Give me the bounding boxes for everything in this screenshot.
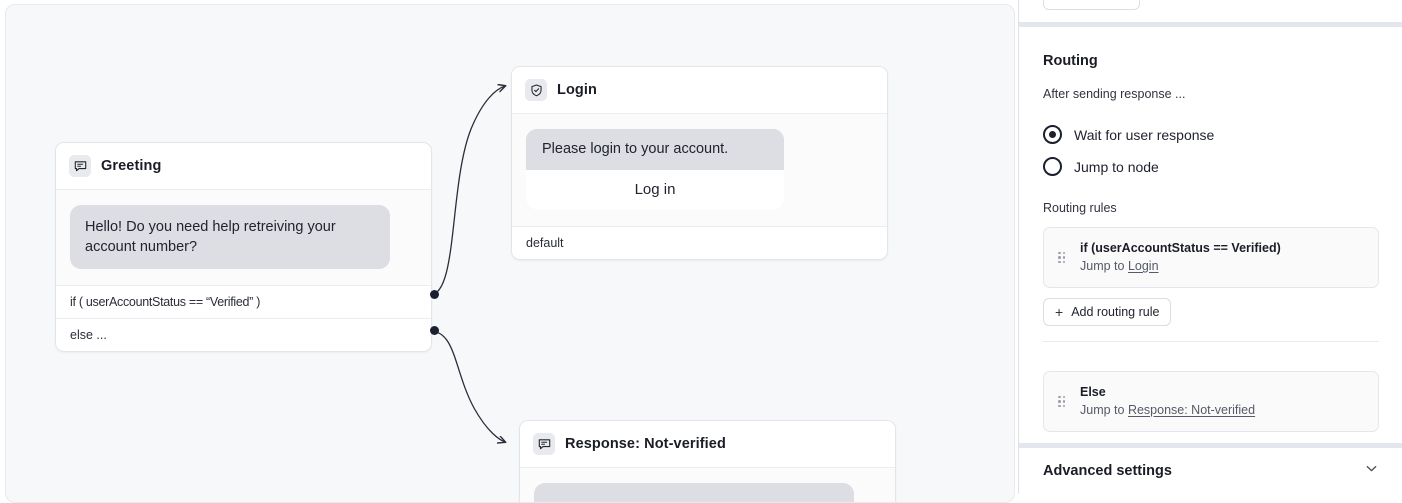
after-sending-label: After sending response ...: [1043, 87, 1186, 101]
add-routing-rule-label: Add routing rule: [1071, 305, 1160, 319]
node-greeting-title: Greeting: [101, 158, 162, 174]
login-bubble-button[interactable]: Log in: [526, 170, 784, 210]
routing-rule-jump: Jump to Response: Not-verified: [1080, 402, 1255, 419]
radio-wait-for-user-response[interactable]: Wait for user response: [1043, 125, 1214, 144]
shield-check-icon: [525, 79, 547, 101]
node-login-title: Login: [557, 82, 597, 98]
panel-divider-bottom: [1019, 443, 1402, 448]
panel-section-divider: [1043, 341, 1379, 342]
routing-rule-jump-prefix: Jump to: [1080, 403, 1128, 417]
panel-divider-top: [1019, 22, 1402, 27]
advanced-settings-row[interactable]: Advanced settings: [1019, 448, 1402, 494]
message-bubble-icon: [69, 155, 91, 177]
plus-icon: +: [1055, 304, 1064, 320]
routing-rule-jump-target[interactable]: Response: Not-verified: [1127, 403, 1256, 417]
edge-greeting-to-login: [429, 86, 505, 296]
greeting-message-bubble: Hello! Do you need help retreiving your …: [70, 205, 390, 269]
node-response-header: Response: Not-verified: [520, 421, 895, 468]
routing-rule-jump-target[interactable]: Login: [1127, 259, 1159, 273]
edge-greeting-to-notverified: [429, 330, 505, 442]
login-message-bubble: Please login to your account. Log in: [526, 129, 784, 210]
node-response-not-verified[interactable]: Response: Not-verified: [519, 420, 896, 502]
advanced-settings-label: Advanced settings: [1043, 463, 1172, 479]
node-greeting-body: Hello! Do you need help retreiving your …: [56, 190, 431, 286]
drag-handle-icon[interactable]: [1058, 251, 1068, 264]
radio-label-jump: Jump to node: [1074, 158, 1159, 175]
response-message-bubble: [534, 483, 854, 502]
routing-rule-condition: if (userAccountStatus == Verified): [1080, 241, 1281, 255]
node-greeting-header: Greeting: [56, 143, 431, 190]
greeting-port-if[interactable]: [430, 290, 439, 299]
routing-section: Routing After sending response ... Wait …: [1019, 27, 1402, 443]
radio-icon-selected[interactable]: [1043, 125, 1062, 144]
radio-label-wait: Wait for user response: [1074, 126, 1215, 143]
chevron-down-icon[interactable]: [1364, 461, 1379, 481]
node-login[interactable]: Login Please login to your account. Log …: [511, 66, 888, 260]
routing-rules-label: Routing rules: [1043, 201, 1117, 215]
greeting-branch-if[interactable]: if ( userAccountStatus == “Verified” ): [56, 286, 431, 319]
flow-canvas[interactable]: Greeting Hello! Do you need help retreiv…: [5, 4, 1015, 503]
routing-rule-jump-prefix: Jump to: [1080, 259, 1128, 273]
login-branch-default[interactable]: default: [512, 227, 887, 259]
radio-jump-to-node[interactable]: Jump to node: [1043, 157, 1159, 176]
routing-rule-card[interactable]: if (userAccountStatus == Verified) Jump …: [1043, 227, 1379, 288]
login-bubble-text: Please login to your account.: [526, 129, 784, 170]
routing-title: Routing: [1043, 53, 1098, 69]
add-routing-rule-button[interactable]: + Add routing rule: [1043, 298, 1172, 326]
message-bubble-icon: [533, 433, 555, 455]
node-login-header: Login: [512, 67, 887, 114]
drag-handle-icon[interactable]: [1058, 395, 1068, 408]
greeting-branch-else[interactable]: else ...: [56, 319, 431, 351]
properties-panel: Routing After sending response ... Wait …: [1018, 0, 1402, 494]
routing-rule-condition: Else: [1080, 385, 1106, 399]
node-login-body: Please login to your account. Log in: [512, 114, 887, 227]
node-greeting[interactable]: Greeting Hello! Do you need help retreiv…: [55, 142, 432, 352]
routing-rule-jump: Jump to Login: [1080, 258, 1281, 275]
radio-icon-unselected[interactable]: [1043, 157, 1062, 176]
node-response-body: [520, 468, 895, 502]
node-response-title: Response: Not-verified: [565, 436, 726, 452]
routing-rule-card[interactable]: Else Jump to Response: Not-verified: [1043, 371, 1379, 432]
panel-field-stub[interactable]: [1043, 0, 1140, 10]
greeting-port-else[interactable]: [430, 326, 439, 335]
